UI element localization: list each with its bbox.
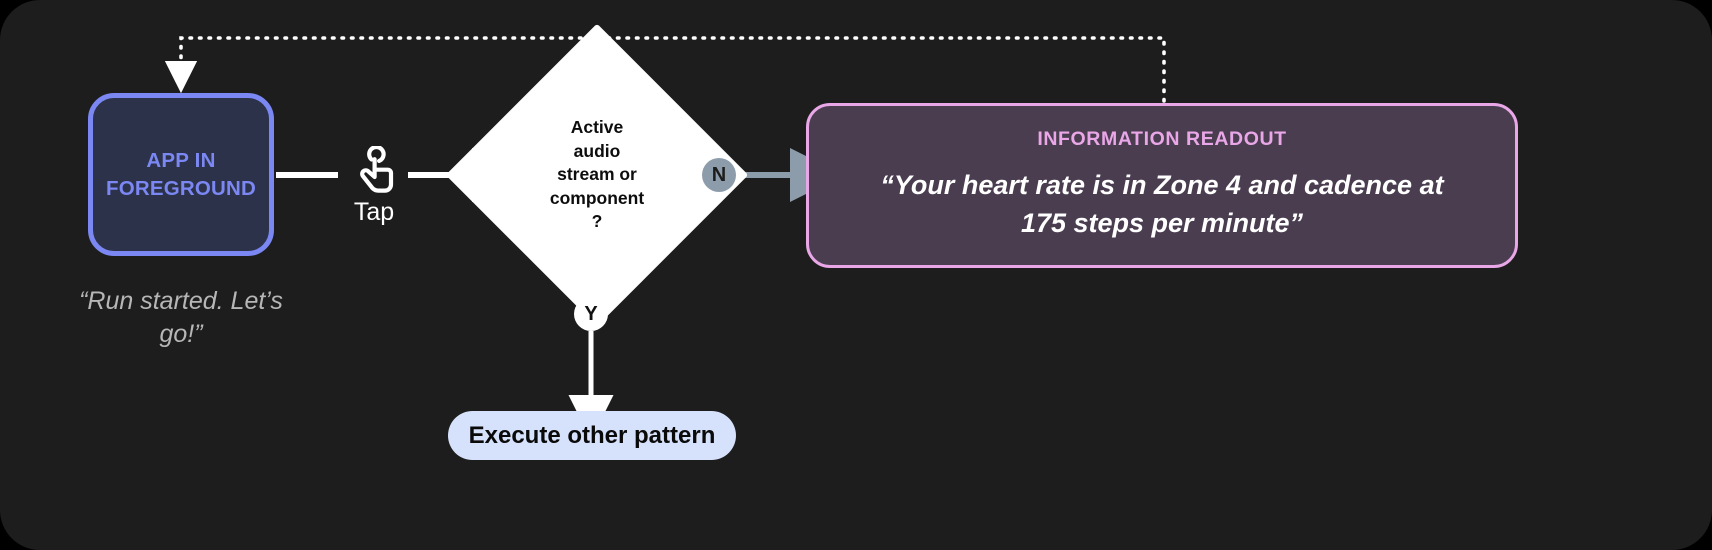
node-information-readout[interactable]: INFORMATION READOUT “Your heart rate is … xyxy=(806,103,1518,268)
node-decision-audio-stream[interactable]: Active audio stream or component ? xyxy=(445,23,749,327)
readout-title: INFORMATION READOUT xyxy=(1037,128,1287,151)
execute-other-pattern-label: Execute other pattern xyxy=(468,421,716,449)
node-app-in-foreground[interactable]: APP IN FOREGROUND xyxy=(88,93,274,256)
branch-badge-no: N xyxy=(702,158,736,192)
decision-label: Active audio stream or component ? xyxy=(549,117,645,232)
readout-message: “Your heart rate is in Zone 4 and cadenc… xyxy=(880,170,1444,238)
branch-badge-yes: Y xyxy=(574,297,608,331)
node-execute-other-pattern[interactable]: Execute other pattern xyxy=(448,411,736,460)
branch-badge-yes-label: Y xyxy=(584,303,598,325)
gesture-tap-label: Tap xyxy=(353,198,395,226)
gesture-tap: Tap xyxy=(336,146,412,225)
branch-badge-no-label: N xyxy=(711,164,727,186)
app-node-label: APP IN FOREGROUND xyxy=(105,149,257,200)
app-node-caption: “Run started. Let’s go!” xyxy=(79,287,283,348)
tap-hand-icon xyxy=(360,146,394,193)
